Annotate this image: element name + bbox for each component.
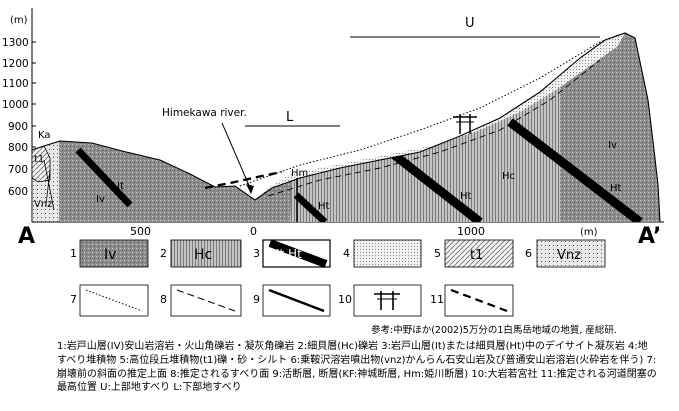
y-tick-label: 1100 [2,78,29,90]
label-Hc: Hc [502,171,515,182]
y-tick-label: 900 [8,121,28,133]
legend-item-8: 8 [160,284,242,317]
legend-item-2: 2 Hc [160,239,242,268]
y-tick-label: 600 [8,186,28,198]
label-Ht-mid: Ht [460,191,472,202]
label-Iv-right: Iv [608,140,617,151]
hc-unit [300,80,560,222]
river-arrow [221,122,252,191]
svg-text:It Ht: It Ht [276,247,302,261]
x-tick-label: 1000 [457,225,485,238]
svg-text:6: 6 [525,247,532,260]
iv-unit-left [60,141,300,222]
label-Ka: Ka [38,130,51,141]
label-Ht-left: Ht [318,201,330,212]
svg-text:4: 4 [343,247,350,260]
x-tick-label: 0 [250,225,257,238]
legend-item-6: 6 Vnz [525,239,606,268]
shrine-icon [453,114,477,134]
legend-item-4: 4 [343,239,422,268]
svg-text:2: 2 [160,247,167,260]
river-arrowhead [246,184,254,194]
x-unit-label: (m) [580,227,598,238]
legend-item-10: 10 [338,284,422,317]
label-U: U [465,16,475,31]
y-unit-label: (m) [10,15,28,26]
y-tick-label: 700 [8,164,28,176]
svg-text:8: 8 [160,293,167,306]
svg-text:t1: t1 [470,248,483,263]
label-Ht-right: Ht [610,183,622,194]
label-L: L [286,110,294,125]
end-label-A: A [18,224,35,249]
y-tick-label: 1300 [2,37,29,49]
legend-item-3: 3 It Ht [253,239,331,268]
y-tick-label: 1200 [2,58,29,70]
x-tick-label: 500 [130,225,151,238]
legend-item-7: 7 [70,284,149,317]
label-Iv-left: Iv [96,194,105,205]
label-Hm: Hm [291,168,308,179]
fault-marks [43,159,55,211]
svg-text:3: 3 [253,247,260,260]
svg-text:1: 1 [70,247,77,260]
tuff-bands [75,118,643,222]
river-blockage-line [204,170,283,190]
pre-collapse-surface [239,32,626,187]
svg-text:7: 7 [70,293,77,306]
end-label-A-prime: A’ [638,224,661,249]
legend-item-1: 1 Iv [70,239,149,268]
legend-item-9: 9 [253,284,331,317]
label-t1: t1 [34,154,44,165]
y-tick-label: 800 [8,142,28,154]
label-Vnz: Vnz [34,199,52,210]
svg-text:Hc: Hc [194,247,212,263]
river-label: Himekawa river. [162,107,247,119]
legend-description: 1:岩戸山層(IV)安山岩溶岩・火山角礫岩・凝灰角礫岩 2:細貝層(Hc)礫岩 … [57,341,657,394]
legend-item-5: 5 t1 [434,239,514,268]
reference-note: 参考:中野ほか(2002)5万分の1白馬岳地域の地質, 産総研. [371,325,617,336]
y-tick-label: 1000 [2,99,29,111]
legend-item-11: 11 [430,284,514,317]
label-It: It [117,181,124,192]
svg-text:10: 10 [338,293,352,306]
svg-text:11: 11 [430,293,444,306]
svg-text:Vnz: Vnz [557,248,581,263]
inferred-slide-plane [267,59,601,197]
svg-text:9: 9 [253,293,260,306]
ground-surface [31,32,661,223]
svg-text:Iv: Iv [104,247,116,263]
svg-text:5: 5 [434,247,441,260]
